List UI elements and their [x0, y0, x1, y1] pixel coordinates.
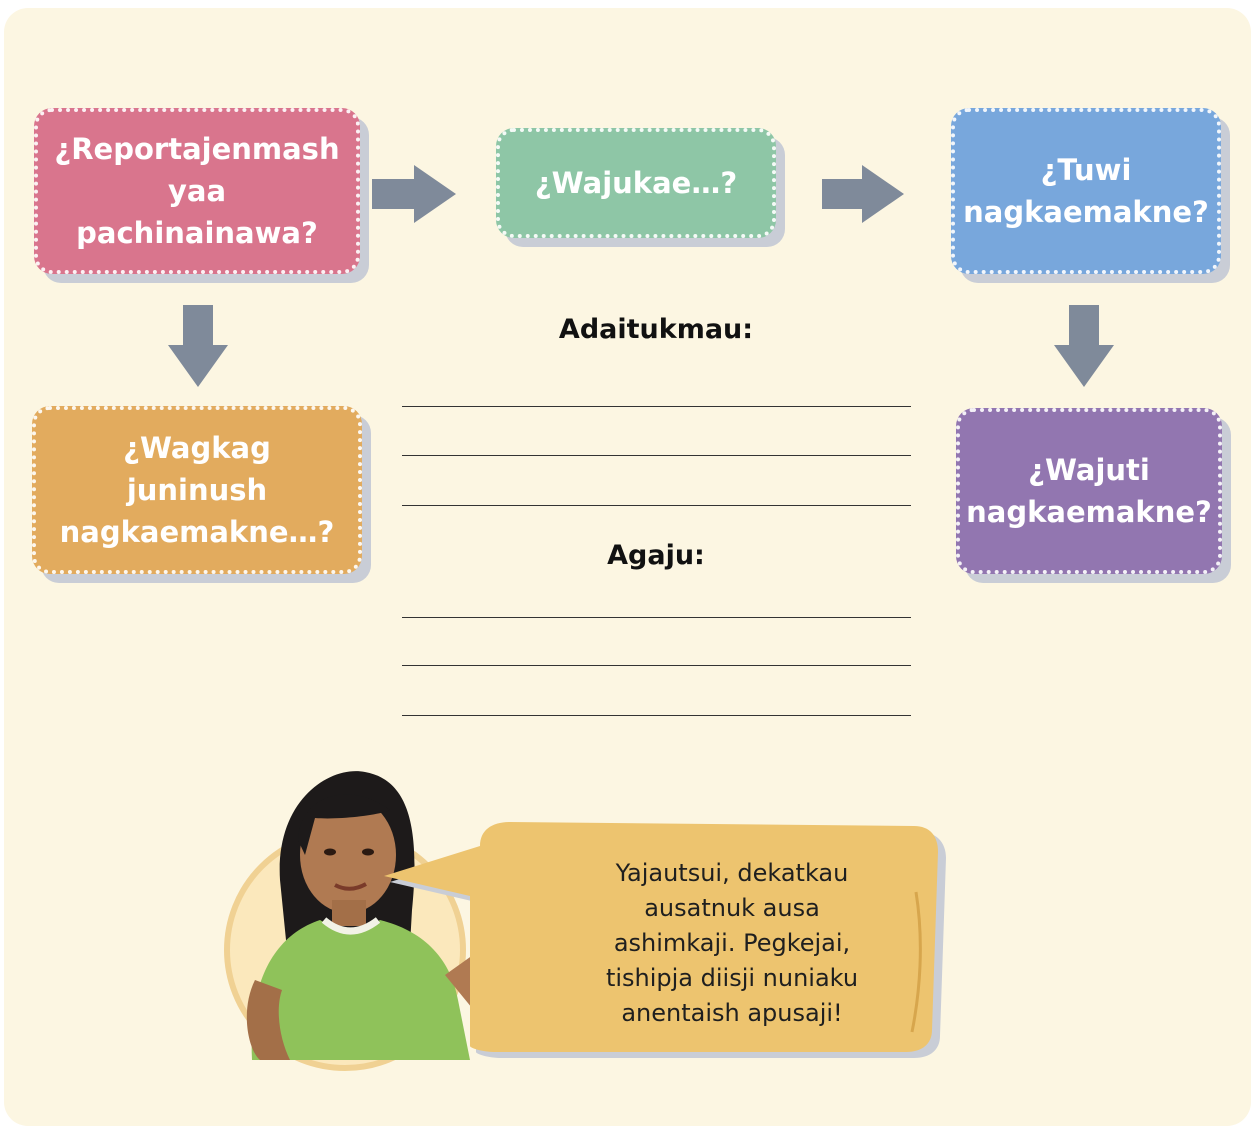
question-box-where: ¿Tuwi nagkaemakne? [951, 108, 1221, 274]
writing-line[interactable] [402, 505, 911, 506]
bubble-line: ausatnuk ausa [644, 894, 820, 922]
writing-line[interactable] [402, 406, 911, 407]
bubble-line: anentaish apusaji! [621, 999, 843, 1027]
speech-bubble [384, 822, 946, 1058]
bubble-line: tishipja diisji nuniaku [605, 964, 859, 992]
box-line: ¿Wajuti [1028, 453, 1150, 487]
box-line: ¿Wagkag [123, 431, 271, 465]
box-line: pachinainawa? [76, 216, 318, 250]
writing-line[interactable] [402, 665, 911, 666]
question-box-what: ¿Wajukae…? [496, 128, 776, 238]
question-box-when: ¿Wagkag juninush nagkaemakne…? [32, 406, 362, 574]
box-line: nagkaemakne? [963, 195, 1209, 229]
box-line: ¿Wajukae…? [534, 166, 738, 200]
question-box-why: ¿Wajuti nagkaemakne? [956, 408, 1222, 574]
arrow-down-icon [1054, 305, 1114, 387]
question-box-report: ¿Reportajenmash yaa pachinainawa? [34, 108, 360, 274]
bubble-line: Yajautsui, dekatkau [615, 859, 849, 887]
bubble-line: ashimkaji. Pegkejai, [613, 929, 851, 957]
box-line: nagkaemakne…? [59, 515, 335, 549]
box-line: yaa [167, 174, 227, 208]
box-line: ¿Reportajenmash [54, 132, 340, 166]
arrow-down-icon [168, 305, 228, 387]
writing-line[interactable] [402, 455, 911, 456]
writing-line[interactable] [402, 617, 911, 618]
writing-line[interactable] [402, 715, 911, 716]
section-label-agaju: Agaju: [607, 540, 705, 571]
box-line: juninush [126, 473, 268, 507]
section-label-adaitukmau: Adaitukmau: [558, 314, 754, 345]
box-line: nagkaemakne? [966, 495, 1212, 529]
arrow-right-icon [372, 165, 456, 223]
arrow-right-icon [822, 165, 904, 223]
box-line: ¿Tuwi [1040, 153, 1132, 187]
speech-bubble-text: Yajautsui, dekatkau ausatnuk ausa ashimk… [583, 856, 881, 1031]
